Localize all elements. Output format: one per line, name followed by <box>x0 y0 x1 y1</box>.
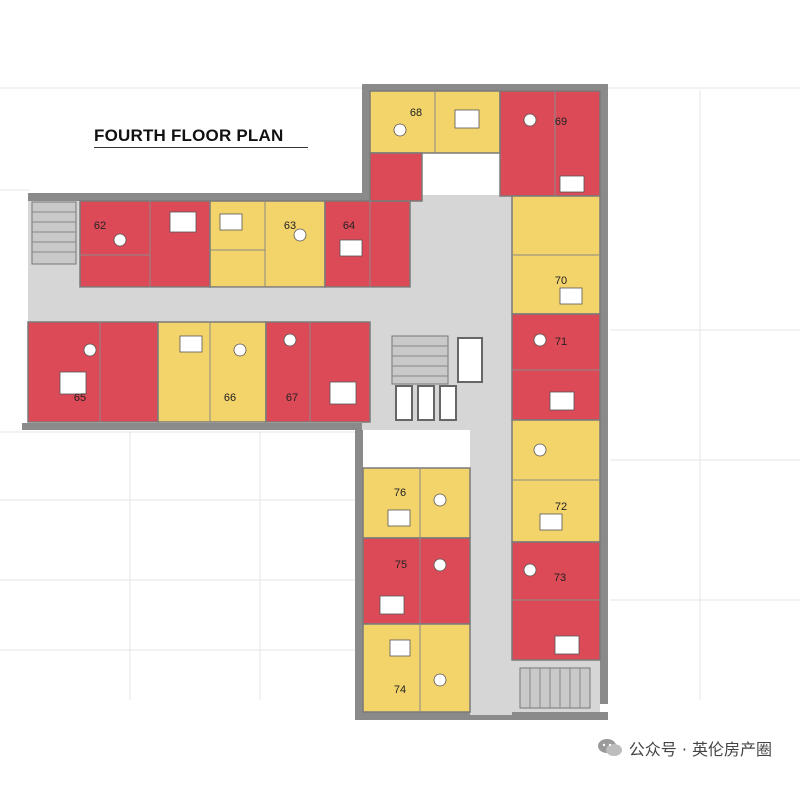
unit-69 <box>499 90 601 197</box>
unit-66 <box>157 321 267 423</box>
unit-number-label: 76 <box>393 487 407 499</box>
watermark-text: 公众号 · 英伦房产圈 <box>628 740 772 759</box>
unit-number-label: 70 <box>554 275 568 287</box>
unit-74 <box>362 623 471 713</box>
unit-number-label: 73 <box>553 572 567 584</box>
unit-75 <box>362 537 471 625</box>
unit-65 <box>27 321 159 423</box>
unit-number-label: 65 <box>73 392 87 404</box>
unit-number-label: 66 <box>223 392 237 404</box>
unit-76 <box>362 467 471 539</box>
unit-number-label: 69 <box>554 116 568 128</box>
unit-number-label: 68 <box>409 107 423 119</box>
unit-number-label: 74 <box>393 684 407 696</box>
unit-64 <box>324 200 411 288</box>
plan-title-underline <box>94 147 308 148</box>
watermark: 公众号 · 英伦房产圈 <box>597 736 772 760</box>
unit-number-label: 75 <box>394 559 408 571</box>
unit-number-label: 72 <box>554 501 568 513</box>
unit-number-label: 67 <box>285 392 299 404</box>
plan-title: FOURTH FLOOR PLAN <box>94 126 284 145</box>
unit-number-label: 62 <box>93 220 107 232</box>
unit-68-annex <box>369 152 423 202</box>
wechat-icon <box>597 739 622 756</box>
unit-number-label: 64 <box>342 220 356 232</box>
unit-number-label: 63 <box>283 220 297 232</box>
unit-67 <box>265 321 371 423</box>
unit-number-label: 71 <box>554 336 568 348</box>
